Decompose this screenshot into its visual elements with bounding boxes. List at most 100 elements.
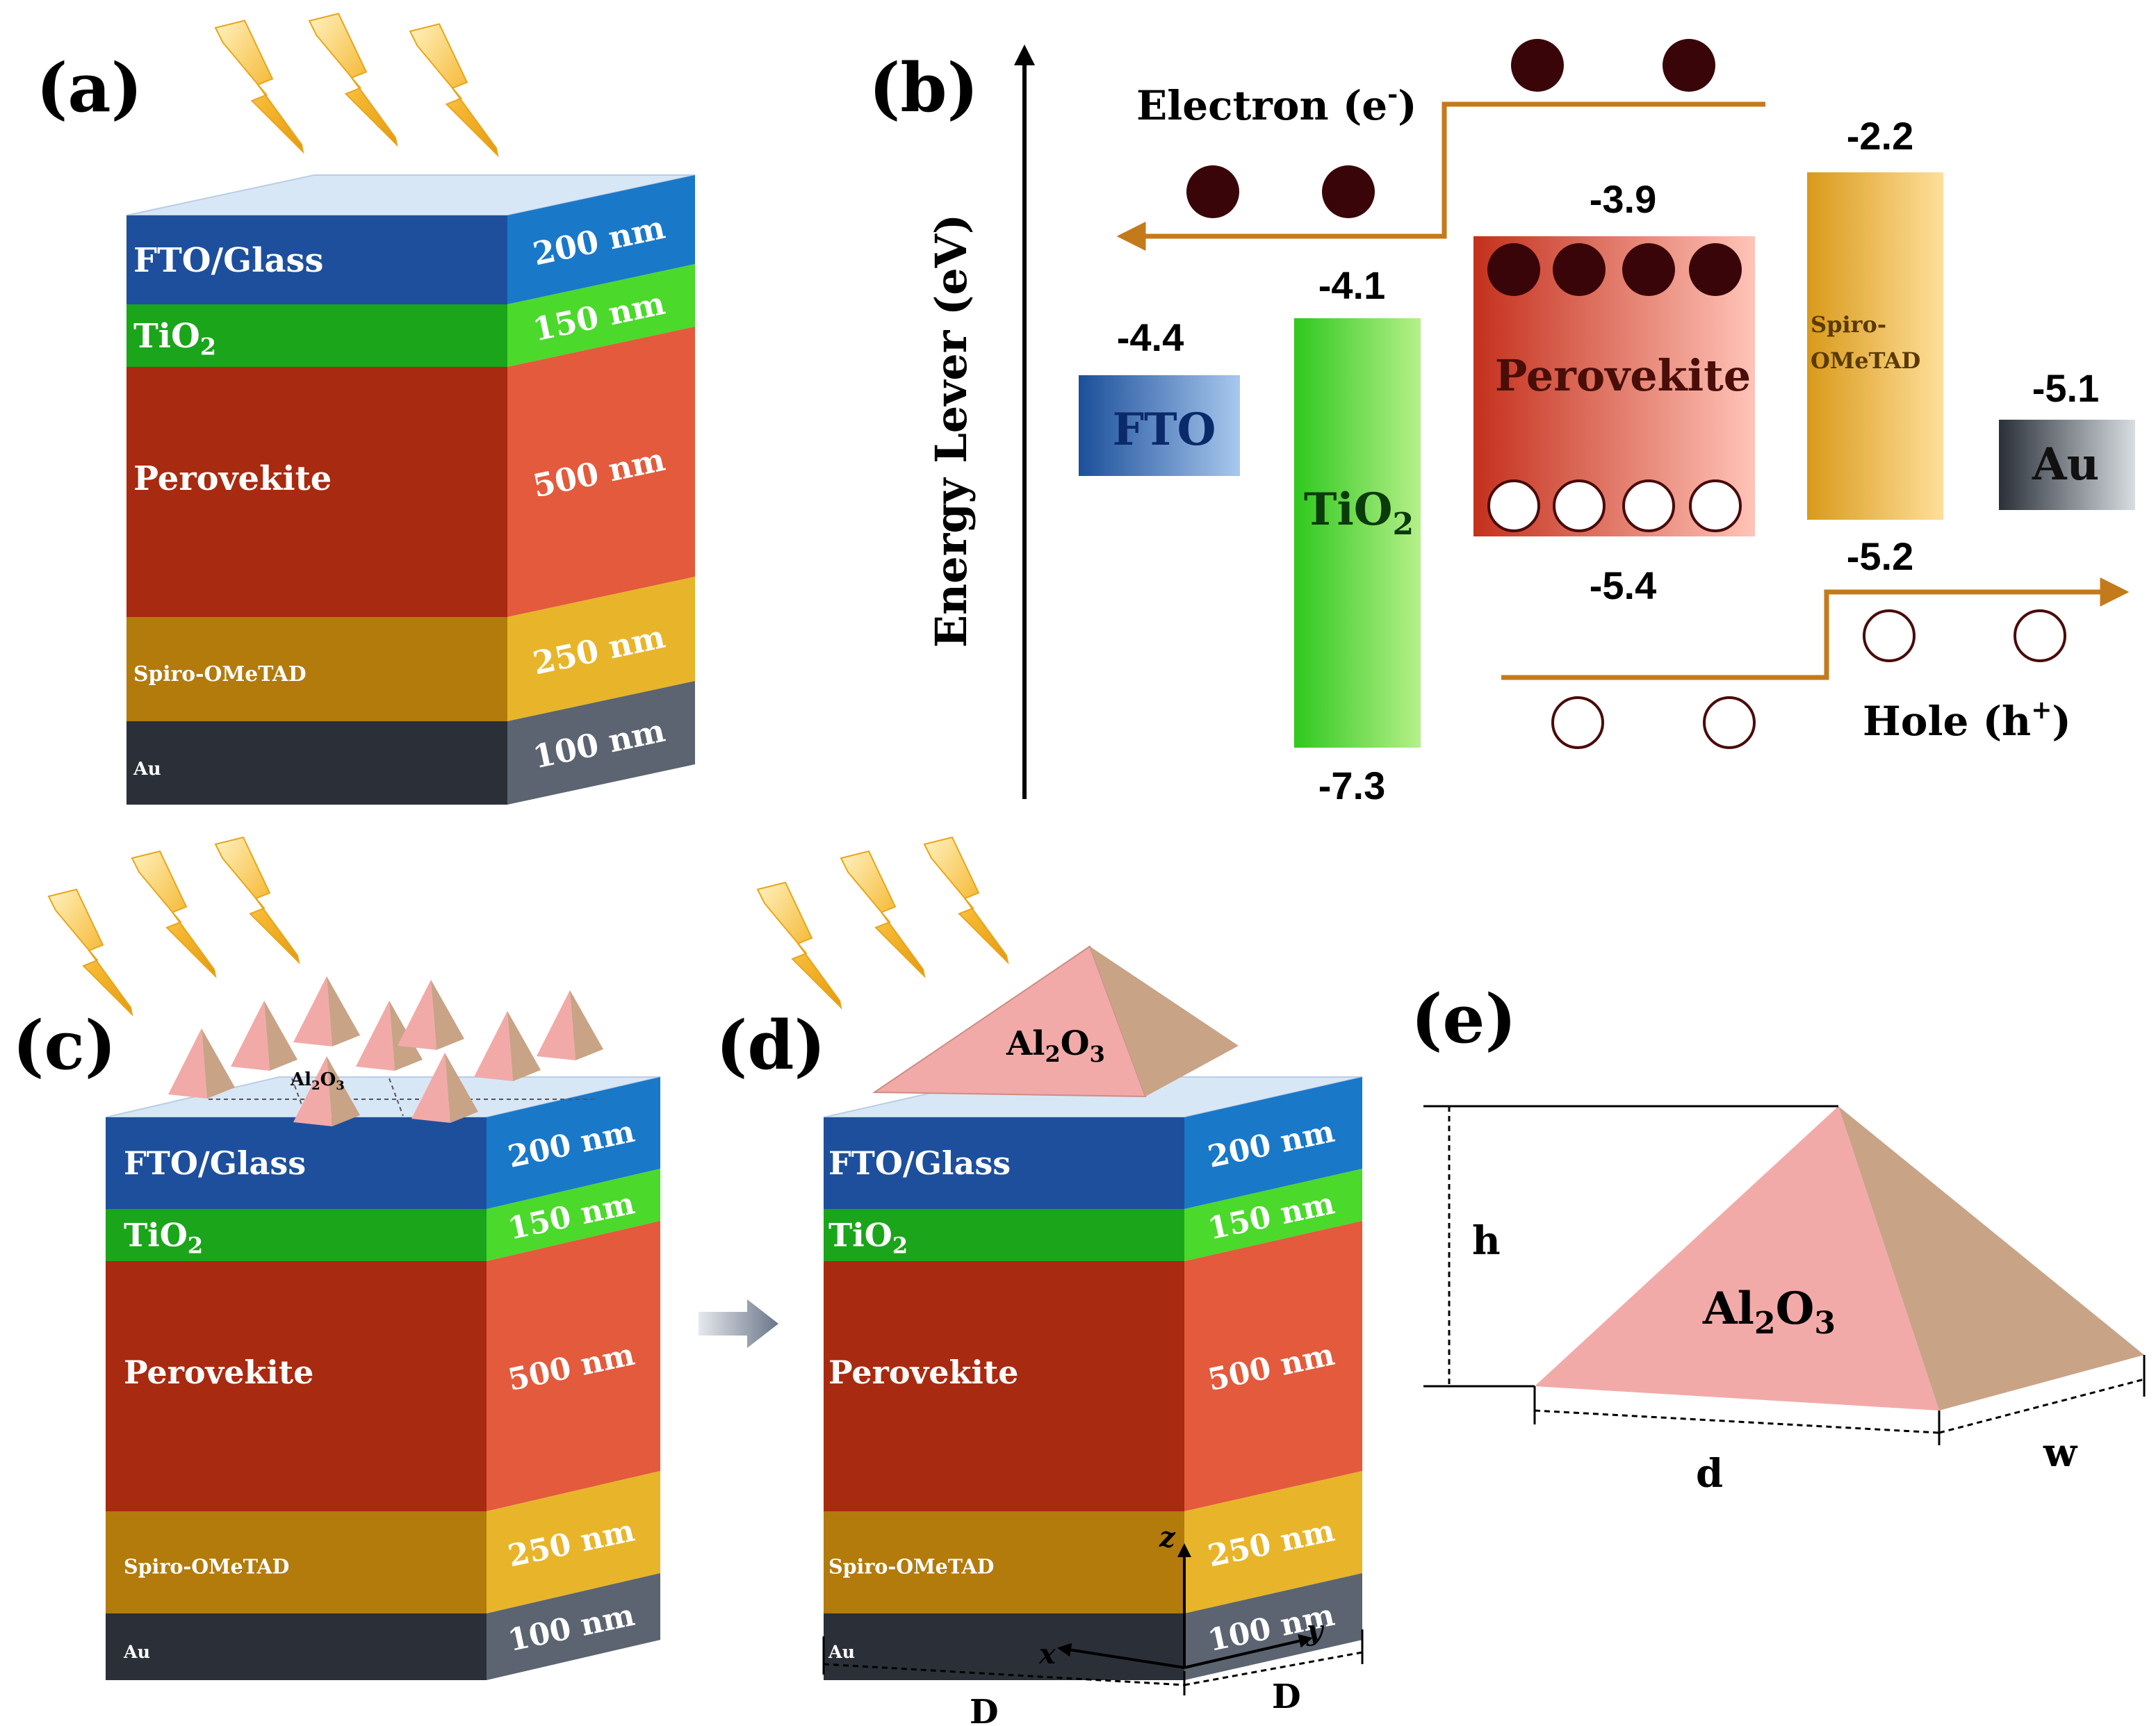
nanopyramid-side: [507, 1011, 541, 1081]
hole-label: Hole (h+): [1863, 696, 2071, 745]
electron: [1663, 39, 1715, 92]
layer-side-face: [1184, 1077, 1362, 1209]
nanopyramid-side: [431, 980, 464, 1050]
panel-label-c: (c): [13, 1006, 116, 1085]
period-label-d-side: D: [1272, 1677, 1301, 1716]
level-tio2-bottom: -7.3: [1318, 764, 1386, 807]
coordinate-axes: [1057, 1543, 1313, 1669]
layer-front-face: [126, 367, 507, 617]
layer-name: Au: [133, 758, 161, 780]
energy-level-diagram: Energy Lever (eV) FTO TiO2 Perovekite Sp…: [926, 39, 2135, 807]
hole: [2014, 609, 2066, 662]
light-bolt-icon: [47, 888, 133, 1017]
light-bolt-icon: [756, 881, 842, 1010]
layer-side-face: [507, 681, 695, 805]
nanopyramid: [293, 976, 332, 1046]
band-name-au: Au: [2032, 438, 2099, 491]
layer-front-face: [106, 1117, 487, 1209]
level-tio2-top: -4.1: [1318, 263, 1386, 307]
hole: [1487, 479, 1540, 532]
layer-front-face: [824, 1209, 1184, 1261]
light-bolt-icon: [131, 850, 217, 979]
panel-label-b: (b): [869, 49, 979, 127]
layer-name: TiO2: [124, 1217, 203, 1259]
panel-label-e: (e): [1411, 980, 1517, 1058]
layer-name: Spiro-OMeTAD: [124, 1555, 289, 1579]
nanopyramid: [168, 1028, 207, 1099]
level-perovskite-bottom: -5.4: [1590, 564, 1657, 607]
hole-transfer-arrow: [1501, 577, 2130, 680]
layer-side-face: [1184, 1573, 1362, 1680]
nanopyramid: [356, 1001, 395, 1071]
layer-side-face: [487, 1221, 660, 1511]
nanopyramid: [537, 990, 575, 1060]
layer-front-face: [106, 1511, 487, 1613]
layer-side-face: [487, 1077, 660, 1209]
band-tio2: [1294, 318, 1421, 748]
pyramid-side-face: [1090, 946, 1239, 1096]
height-label: h: [1472, 1218, 1501, 1264]
nanopyramid-side: [570, 990, 603, 1060]
band-spiro: [1807, 172, 1943, 520]
hole: [1551, 696, 1604, 749]
energy-axis-label: Energy Lever (eV): [926, 214, 977, 648]
al2o3-label-d: Al2O3: [1006, 1024, 1105, 1067]
geo-pyramid-front: [1535, 1106, 1939, 1411]
layer-front-face: [126, 304, 507, 367]
layer-side-face: [1184, 1221, 1362, 1511]
layer-side-face: [507, 577, 695, 721]
layer-name: Au: [123, 1641, 150, 1662]
electron-transfer-arrow: [1116, 101, 1765, 251]
geo-pyramid-side: [1838, 1106, 2144, 1411]
electron: [1622, 243, 1675, 296]
period-dimension-lines: [822, 1629, 1364, 1695]
band-name-spiro-2: OMeTAD: [1811, 347, 1920, 374]
holes: [1487, 479, 2066, 749]
hole: [1689, 479, 1742, 532]
band-fto: [1079, 375, 1240, 476]
layer-side-face: [507, 175, 695, 304]
electron: [1186, 165, 1239, 218]
layer-side-face: [1184, 1169, 1362, 1261]
nanopyramid-side: [202, 1028, 235, 1099]
level-perovskite-top: -3.9: [1590, 177, 1657, 221]
level-fto-top: -4.4: [1117, 315, 1184, 359]
light-bolt-icon: [923, 836, 1009, 965]
nanopyramid-array: [168, 976, 603, 1126]
nanopyramid-side: [264, 1001, 297, 1071]
layer-name: Perovekite: [124, 1354, 313, 1391]
layer-name: TiO2: [828, 1217, 908, 1259]
light-bolt-icon: [409, 23, 499, 158]
nanopyramid-side: [327, 1056, 360, 1126]
layer-side-face: [487, 1169, 660, 1261]
al2o3-label-e: Al2O3: [1702, 1283, 1836, 1341]
layer-front-face: [106, 1209, 487, 1261]
layer-side-face: [507, 264, 695, 367]
electron: [1322, 165, 1375, 218]
layer-side-face: [487, 1471, 660, 1613]
level-spiro-bottom: -5.2: [1847, 534, 1914, 578]
layer-name: Spiro-OMeTAD: [828, 1555, 994, 1579]
nanopyramid: [231, 1001, 270, 1071]
pyramid-geometry-e: [1423, 1105, 2146, 1445]
layer-side-face: [507, 327, 695, 617]
axis-y-label: y: [1306, 1614, 1325, 1647]
transition-arrow: [699, 1299, 778, 1348]
layer-front-face: [824, 1511, 1184, 1613]
layer-front-face: [126, 215, 507, 304]
band-name-tio2: TiO2: [1304, 484, 1414, 542]
nanopyramid: [474, 1011, 513, 1081]
axis-x-label: x: [1038, 1638, 1056, 1670]
band-name-perovskite: Perovekite: [1495, 350, 1751, 401]
layer-name: Perovekite: [133, 459, 332, 498]
electron: [1553, 243, 1606, 296]
band-au: [1999, 420, 2135, 510]
layer-front-face: [126, 721, 507, 805]
electron: [1487, 243, 1540, 296]
layer-front-face: [824, 1117, 1184, 1209]
nanopyramid: [411, 1053, 450, 1123]
